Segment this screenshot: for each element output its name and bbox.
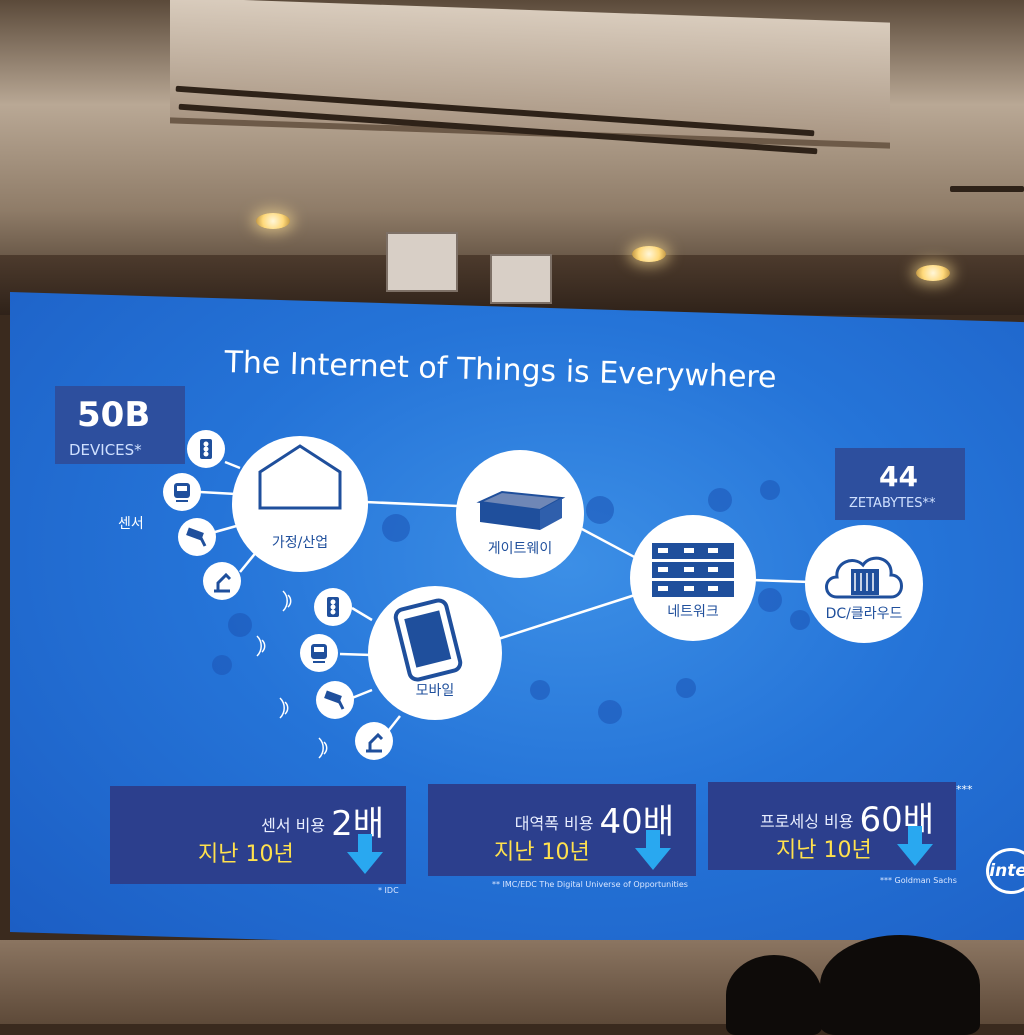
devices-unit: DEVICES* bbox=[69, 441, 142, 459]
data-stat-box: 44 ZETABYTES** bbox=[835, 448, 965, 520]
network-label: 네트워크 bbox=[667, 604, 719, 620]
camera-device bbox=[316, 681, 354, 719]
processing-cost-period: 지난 10년 bbox=[776, 838, 872, 863]
gateway-box-icon bbox=[476, 490, 566, 530]
robot-arm-icon bbox=[366, 732, 384, 753]
network-node: 네트워크 bbox=[630, 515, 756, 641]
bandwidth-cost-label: 대역폭 비용 bbox=[514, 814, 594, 833]
robot-arm-device bbox=[203, 562, 241, 600]
down-arrow-icon bbox=[635, 848, 671, 870]
bandwidth-cost-box: 대역폭 비용 40배 지난 10년 bbox=[428, 784, 696, 876]
cloud-server-icon bbox=[825, 556, 903, 599]
home-industry-label: 가정/산업 bbox=[271, 535, 329, 551]
audience-head bbox=[820, 935, 980, 1035]
down-arrow-icon bbox=[897, 844, 933, 866]
bandwidth-cost-period: 지난 10년 bbox=[494, 840, 590, 865]
gateway-node: 게이트웨이 bbox=[456, 450, 584, 578]
air-vent bbox=[950, 186, 1024, 192]
ceiling-speaker bbox=[490, 254, 552, 304]
source-emc: ** IMC/EDC The Digital Universe of Oppor… bbox=[492, 880, 688, 889]
down-arrow-icon bbox=[347, 852, 383, 874]
sensor-cost-label: 센서 비용 bbox=[261, 816, 326, 835]
train-device bbox=[300, 634, 338, 672]
down-arrow-icon bbox=[358, 834, 372, 852]
intel-logo: intel bbox=[986, 848, 1024, 894]
traffic-light-icon bbox=[327, 597, 339, 617]
camera-icon bbox=[324, 690, 345, 710]
audience-head bbox=[726, 955, 822, 1035]
cloud-label: DC/클라우드 bbox=[825, 606, 903, 622]
house-icon bbox=[258, 444, 342, 510]
sensor-label: 센서 bbox=[118, 516, 144, 532]
devices-count: 50B bbox=[77, 395, 151, 435]
sensor-cost-period: 지난 10년 bbox=[198, 842, 294, 867]
mobile-node: 모바일 bbox=[368, 586, 502, 720]
traffic-light-icon bbox=[200, 439, 212, 459]
data-unit: ZETABYTES** bbox=[849, 496, 936, 511]
ceiling-speaker bbox=[386, 232, 458, 292]
down-arrow-icon bbox=[646, 830, 660, 848]
down-arrow-icon bbox=[908, 826, 922, 844]
ceiling-light bbox=[632, 246, 666, 262]
train-icon bbox=[311, 644, 327, 663]
footnote-mark: *** bbox=[956, 783, 973, 796]
camera-device bbox=[178, 518, 216, 556]
robot-arm-icon bbox=[214, 572, 232, 593]
traffic-light-device bbox=[187, 430, 225, 468]
bandwidth-cost-factor: 40배 bbox=[599, 802, 674, 842]
ceiling-light bbox=[916, 265, 950, 281]
sensor-cost-factor: 2배 bbox=[331, 804, 384, 844]
source-idc: * IDC bbox=[378, 886, 399, 895]
ceiling-light bbox=[256, 213, 290, 229]
train-icon bbox=[174, 483, 190, 502]
smartphone-icon bbox=[393, 598, 463, 682]
camera-icon bbox=[186, 527, 207, 547]
devices-stat-box: 50B DEVICES* bbox=[55, 386, 185, 464]
cloud-node: DC/클라우드 bbox=[805, 525, 923, 643]
home-industry-node: 가정/산업 bbox=[232, 436, 368, 572]
robot-arm-device bbox=[355, 722, 393, 760]
data-count: 44 bbox=[879, 460, 918, 493]
processing-cost-label: 프로세싱 비용 bbox=[760, 812, 854, 831]
gateway-label: 게이트웨이 bbox=[487, 541, 553, 557]
mobile-label: 모바일 bbox=[415, 683, 455, 699]
traffic-light-device bbox=[314, 588, 352, 626]
train-device bbox=[163, 473, 201, 511]
source-goldman: *** Goldman Sachs bbox=[880, 876, 957, 885]
sensor-cost-box: 센서 비용 2배 지난 10년 bbox=[110, 786, 406, 884]
network-rack-icon bbox=[652, 543, 734, 597]
